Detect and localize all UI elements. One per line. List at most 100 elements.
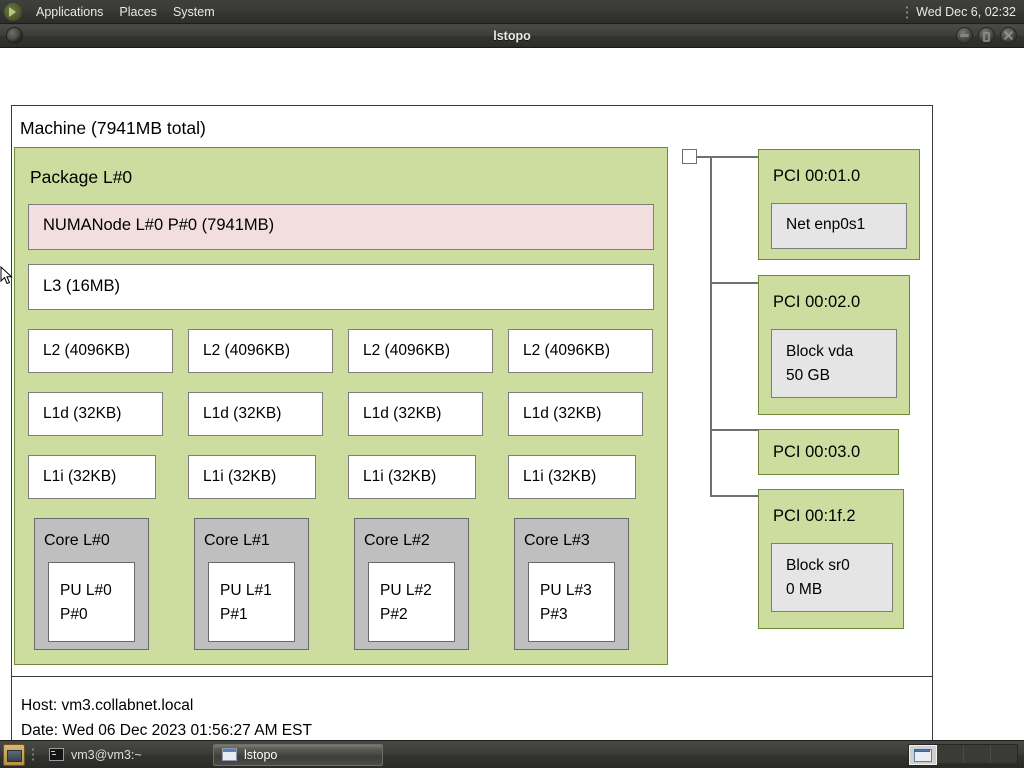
- taskbar-grip-icon: [31, 746, 35, 763]
- pu-label-line2: P#2: [380, 606, 408, 623]
- bridge-connector-line: [697, 156, 711, 158]
- close-button[interactable]: [1000, 27, 1017, 44]
- show-desktop-icon[interactable]: [3, 743, 25, 766]
- taskbar-item-label: lstopo: [244, 747, 278, 762]
- pci-title: PCI 00:02.0: [773, 293, 861, 311]
- menu-places[interactable]: Places: [119, 4, 157, 19]
- core-title: Core L#1: [204, 532, 270, 549]
- numanode-label: NUMANode L#0 P#0 (7941MB): [43, 216, 275, 234]
- pci-child-box: [771, 203, 907, 249]
- pci-child-line1: Block vda: [786, 343, 854, 360]
- pu-label-line2: P#0: [60, 606, 88, 623]
- host-bridge-box: [682, 149, 697, 164]
- l1d-cache-box: [348, 392, 483, 436]
- machine-footer-divider: [12, 676, 932, 677]
- pci-child-line1: Net enp0s1: [786, 216, 866, 233]
- workspace-3[interactable]: [964, 744, 991, 763]
- pci-branch-line: [710, 156, 760, 158]
- pu-label-line1: PU L#3: [540, 582, 592, 599]
- menu-system[interactable]: System: [172, 4, 215, 19]
- l3-cache-box: [28, 264, 654, 310]
- panel-clock[interactable]: Wed Dec 6, 02:32: [916, 4, 1016, 19]
- workspace-4[interactable]: [991, 744, 1017, 763]
- pci-title: PCI 00:01.0: [773, 167, 861, 185]
- taskbar-item-terminal[interactable]: vm3@vm3:~: [40, 744, 210, 766]
- l3-cache-label: L3 (16MB): [43, 277, 121, 295]
- l2-cache-label: L2 (4096KB): [43, 342, 131, 359]
- l2-cache-label: L2 (4096KB): [203, 342, 291, 359]
- gnome-footprint-icon[interactable]: [4, 2, 22, 21]
- pu-label-line1: PU L#1: [220, 582, 272, 599]
- window-buttons: [956, 27, 1017, 44]
- panel-grip-icon: [905, 4, 910, 19]
- footer-host-label: Host: vm3.collabnet.local: [21, 697, 194, 714]
- l1d-cache-box: [508, 392, 643, 436]
- pci-trunk-line: [710, 156, 712, 496]
- l1i-cache-box: [188, 455, 316, 499]
- workspace-1[interactable]: [909, 744, 937, 765]
- l2-cache-box: [188, 329, 333, 373]
- pci-branch-line: [710, 495, 760, 497]
- core-title: Core L#0: [44, 532, 110, 549]
- pu-box: [368, 562, 455, 642]
- l1d-cache-label: L1d (32KB): [203, 405, 282, 422]
- pu-label-line2: P#3: [540, 606, 568, 623]
- core-title: Core L#2: [364, 532, 430, 549]
- l1i-cache-label: L1i (32KB): [203, 468, 277, 485]
- l1d-cache-label: L1d (32KB): [523, 405, 602, 422]
- terminal-icon: [49, 748, 64, 761]
- taskbar-item-label: vm3@vm3:~: [71, 747, 142, 762]
- bottom-taskbar: vm3@vm3:~ lstopo: [0, 740, 1024, 768]
- lstopo-window: lstopo Machine (7941MB total) Package L#…: [0, 24, 1024, 740]
- workspace-switcher[interactable]: [908, 743, 1018, 766]
- pci-branch-line: [710, 282, 760, 284]
- pci-child-box: [771, 329, 897, 398]
- footer-date-label: Date: Wed 06 Dec 2023 01:56:27 AM EST: [21, 722, 312, 739]
- l2-cache-label: L2 (4096KB): [523, 342, 611, 359]
- l1d-cache-box: [188, 392, 323, 436]
- pu-box: [48, 562, 135, 642]
- window-titlebar[interactable]: lstopo: [0, 24, 1024, 48]
- pu-box: [528, 562, 615, 642]
- l1i-cache-box: [348, 455, 476, 499]
- numanode-box: [28, 204, 654, 250]
- pu-label-line1: PU L#2: [380, 582, 432, 599]
- pci-title: PCI 00:03.0: [773, 443, 861, 461]
- pci-title: PCI 00:1f.2: [773, 507, 856, 525]
- minimize-button[interactable]: [956, 27, 973, 44]
- l1d-cache-label: L1d (32KB): [363, 405, 442, 422]
- gnome-top-panel: Applications Places System Wed Dec 6, 02…: [0, 0, 1024, 24]
- pci-box: [758, 429, 899, 475]
- l1i-cache-box: [508, 455, 636, 499]
- l1d-cache-box: [28, 392, 163, 436]
- package-title: Package L#0: [30, 167, 133, 187]
- pu-label-line1: PU L#0: [60, 582, 112, 599]
- l1i-cache-label: L1i (32KB): [523, 468, 597, 485]
- machine-title: Machine (7941MB total): [20, 118, 206, 138]
- l1d-cache-label: L1d (32KB): [43, 405, 122, 422]
- l1i-cache-box: [28, 455, 156, 499]
- taskbar-item-lstopo[interactable]: lstopo: [213, 743, 383, 766]
- window-title: lstopo: [493, 28, 531, 43]
- pu-box: [208, 562, 295, 642]
- core-title: Core L#3: [524, 532, 590, 549]
- pci-child-line2: 50 GB: [786, 367, 830, 384]
- menu-applications[interactable]: Applications: [36, 4, 104, 19]
- pci-branch-line: [710, 429, 760, 431]
- l2-cache-box: [508, 329, 653, 373]
- workspace-2[interactable]: [937, 744, 964, 763]
- l2-cache-box: [348, 329, 493, 373]
- maximize-button[interactable]: [978, 27, 995, 44]
- l1i-cache-label: L1i (32KB): [363, 468, 437, 485]
- pu-label-line2: P#1: [220, 606, 248, 623]
- l1i-cache-label: L1i (32KB): [43, 468, 117, 485]
- pci-child-line2: 0 MB: [786, 581, 823, 598]
- app-icon: [6, 27, 23, 44]
- l2-cache-box: [28, 329, 173, 373]
- mouse-cursor-icon: [0, 266, 13, 285]
- pci-child-line1: Block sr0: [786, 557, 850, 574]
- pci-child-box: [771, 543, 893, 612]
- lstopo-canvas: Machine (7941MB total) Package L#0 NUMAN…: [0, 48, 1024, 740]
- window-icon: [222, 748, 237, 761]
- l2-cache-label: L2 (4096KB): [363, 342, 451, 359]
